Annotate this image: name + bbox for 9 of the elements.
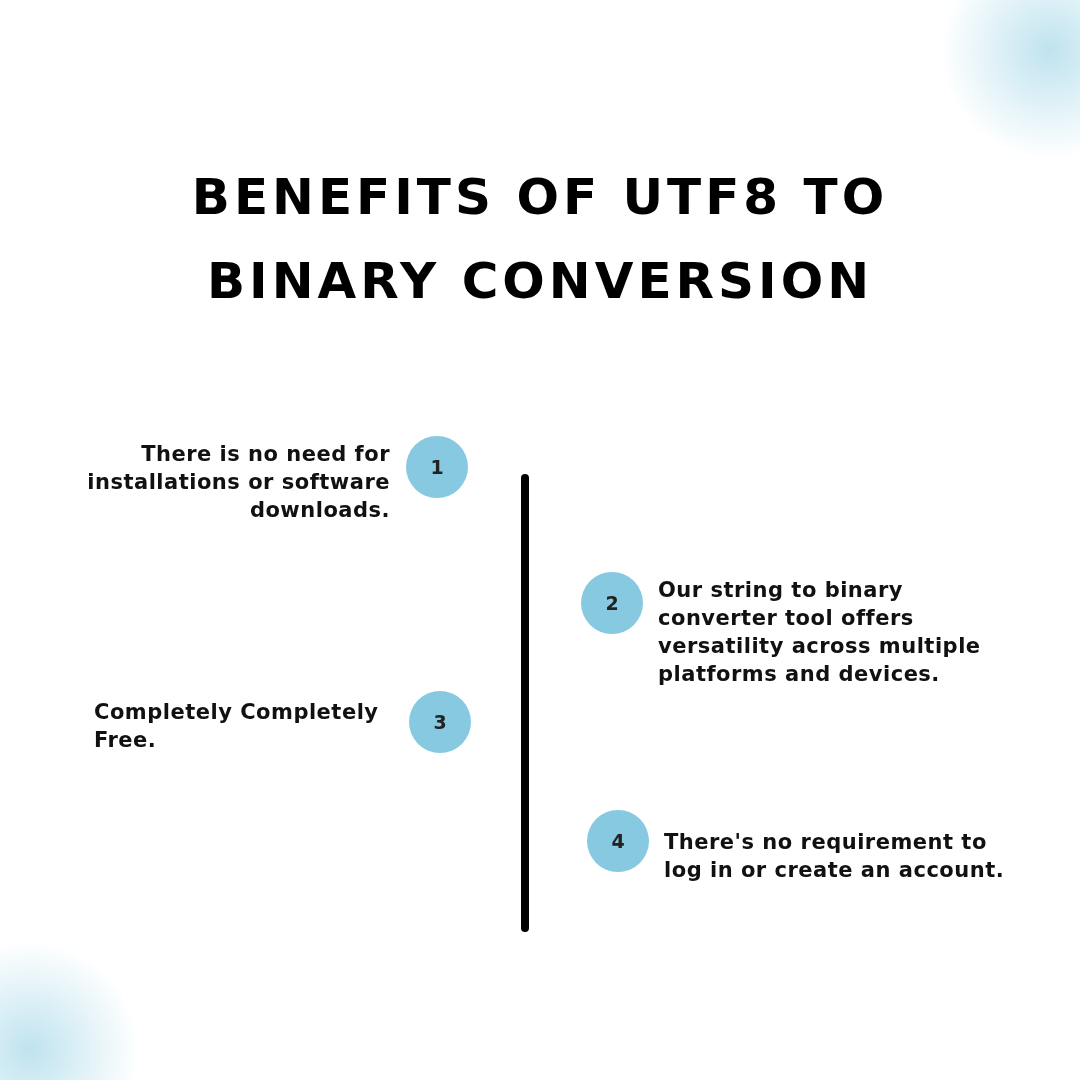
benefit-text: There's no requirement to log in or create an account. [664, 829, 1006, 884]
number-circle: 3 [409, 691, 471, 753]
number-circle: 4 [587, 810, 649, 872]
number-circle: 1 [406, 436, 468, 498]
benefit-text: There is no need for installations or software downloads. [86, 441, 390, 524]
number-circle: 2 [581, 572, 643, 634]
benefit-text: Completely Completely Free. [94, 699, 380, 754]
benefit-text: Our string to binary converter tool offers versatility across multiple platforms and devices. [658, 577, 982, 688]
title: BENEFITS OF UTF8 TO BINARY CONVERSION [190, 167, 890, 312]
